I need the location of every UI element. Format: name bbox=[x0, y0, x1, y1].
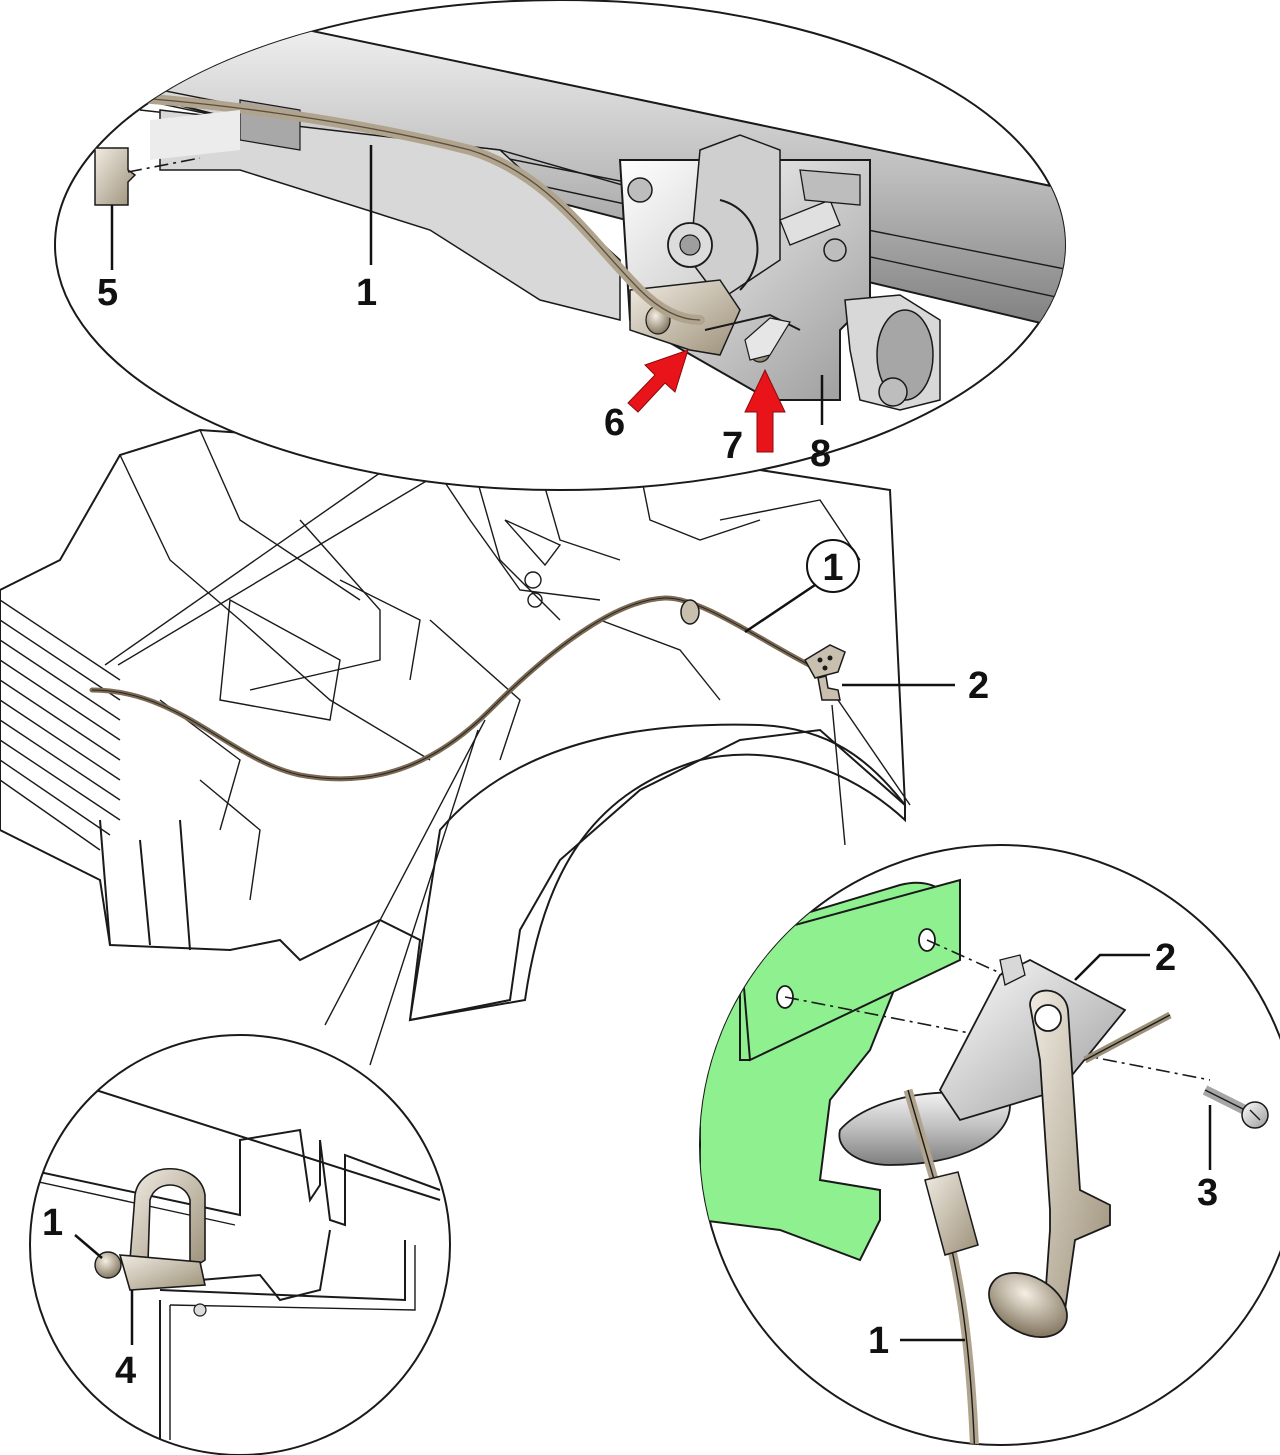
callout-main-1: 1 bbox=[822, 547, 843, 589]
latch-detail-view bbox=[54, 0, 1066, 491]
release-lever-detail-view bbox=[699, 844, 1280, 1446]
release-lever-bracket bbox=[803, 644, 846, 701]
screw-icon bbox=[1202, 1085, 1269, 1129]
release-cable bbox=[89, 595, 818, 782]
fender-arch bbox=[408, 723, 906, 1022]
callout-right-2: 2 bbox=[1155, 937, 1176, 979]
callout-1-circle bbox=[806, 539, 860, 593]
front-body-structure bbox=[0, 428, 911, 1066]
cable-grommet bbox=[680, 599, 700, 625]
callout-top-1: 1 bbox=[356, 272, 377, 314]
callout-top-5: 5 bbox=[97, 272, 118, 314]
callout-top-6: 6 bbox=[604, 402, 625, 444]
callout-left-4: 4 bbox=[115, 1350, 136, 1392]
callout-right-3: 3 bbox=[1197, 1172, 1218, 1214]
radiator-grille bbox=[0, 599, 191, 951]
hood-latch bbox=[618, 134, 941, 411]
callout-left-1: 1 bbox=[42, 1202, 63, 1244]
red-arrow-6 bbox=[627, 349, 689, 413]
body-structure-lines bbox=[119, 429, 861, 901]
callout-top-8: 8 bbox=[810, 433, 831, 475]
red-arrow-7 bbox=[744, 368, 786, 453]
cable-clip bbox=[94, 110, 240, 206]
release-lever bbox=[938, 954, 1172, 1338]
callout-main-2: 2 bbox=[968, 665, 989, 707]
callout-right-1: 1 bbox=[868, 1320, 889, 1362]
cable-retaining-clip bbox=[94, 1167, 207, 1317]
cable-clip-detail-view bbox=[29, 1034, 451, 1455]
callout-top-7: 7 bbox=[722, 425, 743, 467]
